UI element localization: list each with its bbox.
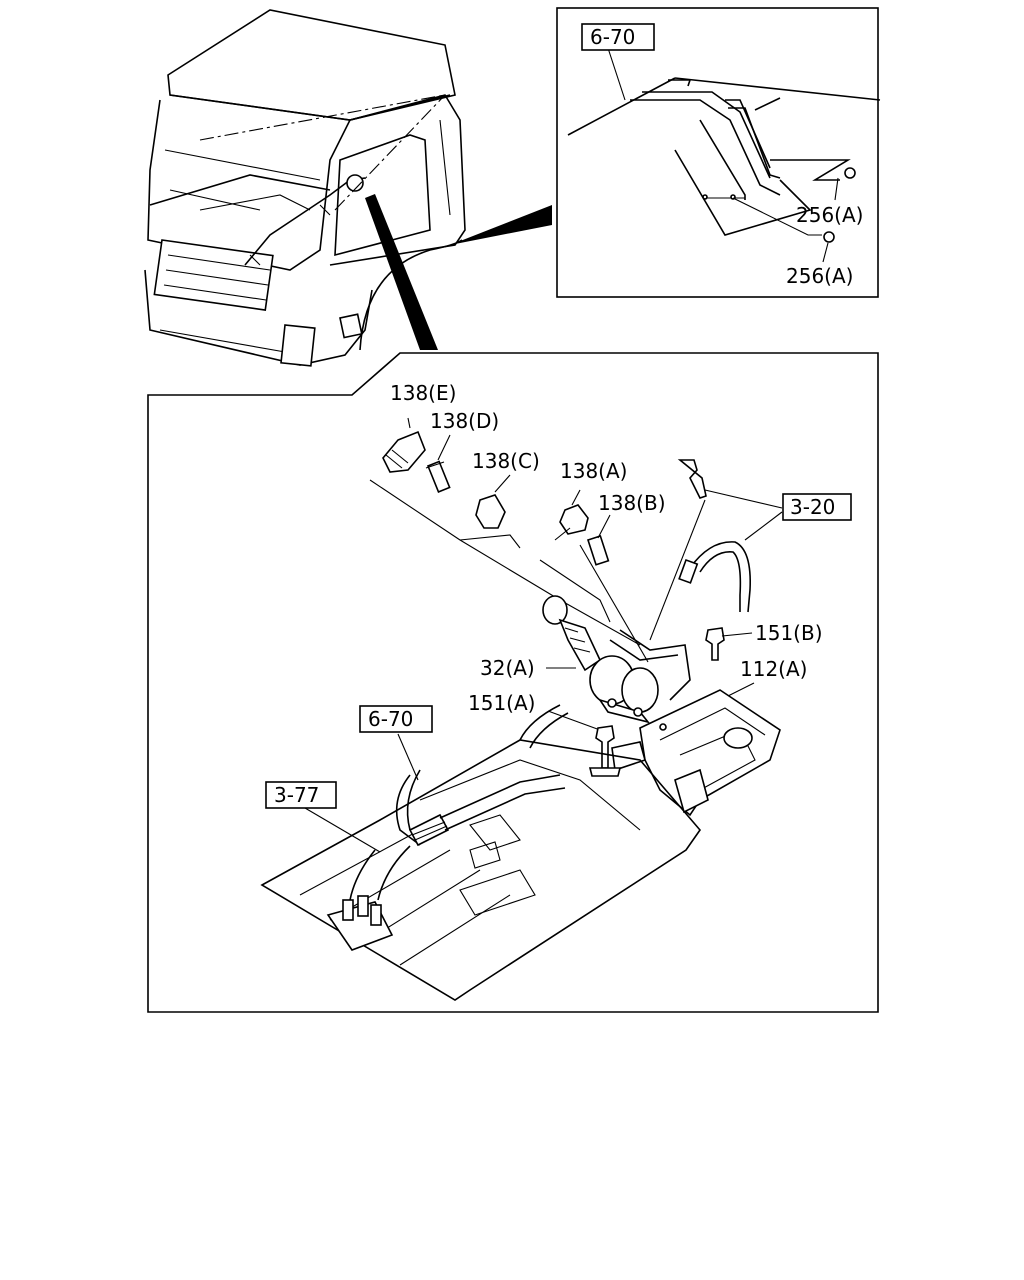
ref-3-77: 3-77 [274, 783, 319, 807]
fitting-138a [559, 504, 589, 535]
ref-3-20: 3-20 [790, 495, 835, 519]
leader-lines [304, 417, 783, 853]
connector-138d [426, 460, 451, 494]
fitting-138b [586, 534, 610, 566]
ref-box-3-77 [265, 781, 337, 809]
part-label-256a-1: 256(A) [796, 203, 863, 227]
part-label-138e: 138(E) [390, 381, 456, 405]
part-label-138b: 138(B) [598, 491, 666, 515]
part-label-151b: 151(B) [755, 621, 823, 645]
elbow-fitting-138e [382, 430, 426, 473]
main-detail-frame [147, 352, 879, 1013]
pointer-wedge-bottom [365, 194, 438, 350]
truck-cab-illustration [144, 9, 552, 367]
detail-box-top [556, 7, 881, 298]
ref-box-6-70-top [581, 23, 655, 51]
fittings-group [382, 430, 752, 661]
floor-panel [260, 704, 702, 1001]
part-label-138d: 138(D) [430, 409, 499, 433]
part-label-256a-2: 256(A) [786, 264, 853, 288]
ref-box-3-20 [782, 493, 852, 521]
ref-box-6-70-lower [359, 705, 433, 733]
part-label-112a: 112(A) [740, 657, 807, 681]
elbow-fitting-138c [475, 494, 506, 529]
part-label-138c: 138(C) [472, 449, 540, 473]
part-label-32a: 32(A) [480, 656, 535, 680]
part-label-138a: 138(A) [560, 459, 627, 483]
part-label-151a: 151(A) [468, 691, 535, 715]
bracket-112a [611, 689, 781, 817]
ref-6-70-lower: 6-70 [368, 707, 413, 731]
valve-assembly-32a [542, 595, 691, 724]
bolt-151b [705, 627, 725, 661]
bolt-151a [595, 725, 615, 769]
bolt-top [677, 459, 707, 499]
ref-6-70-top: 6-70 [590, 25, 635, 49]
pointer-wedge-top [450, 205, 552, 245]
